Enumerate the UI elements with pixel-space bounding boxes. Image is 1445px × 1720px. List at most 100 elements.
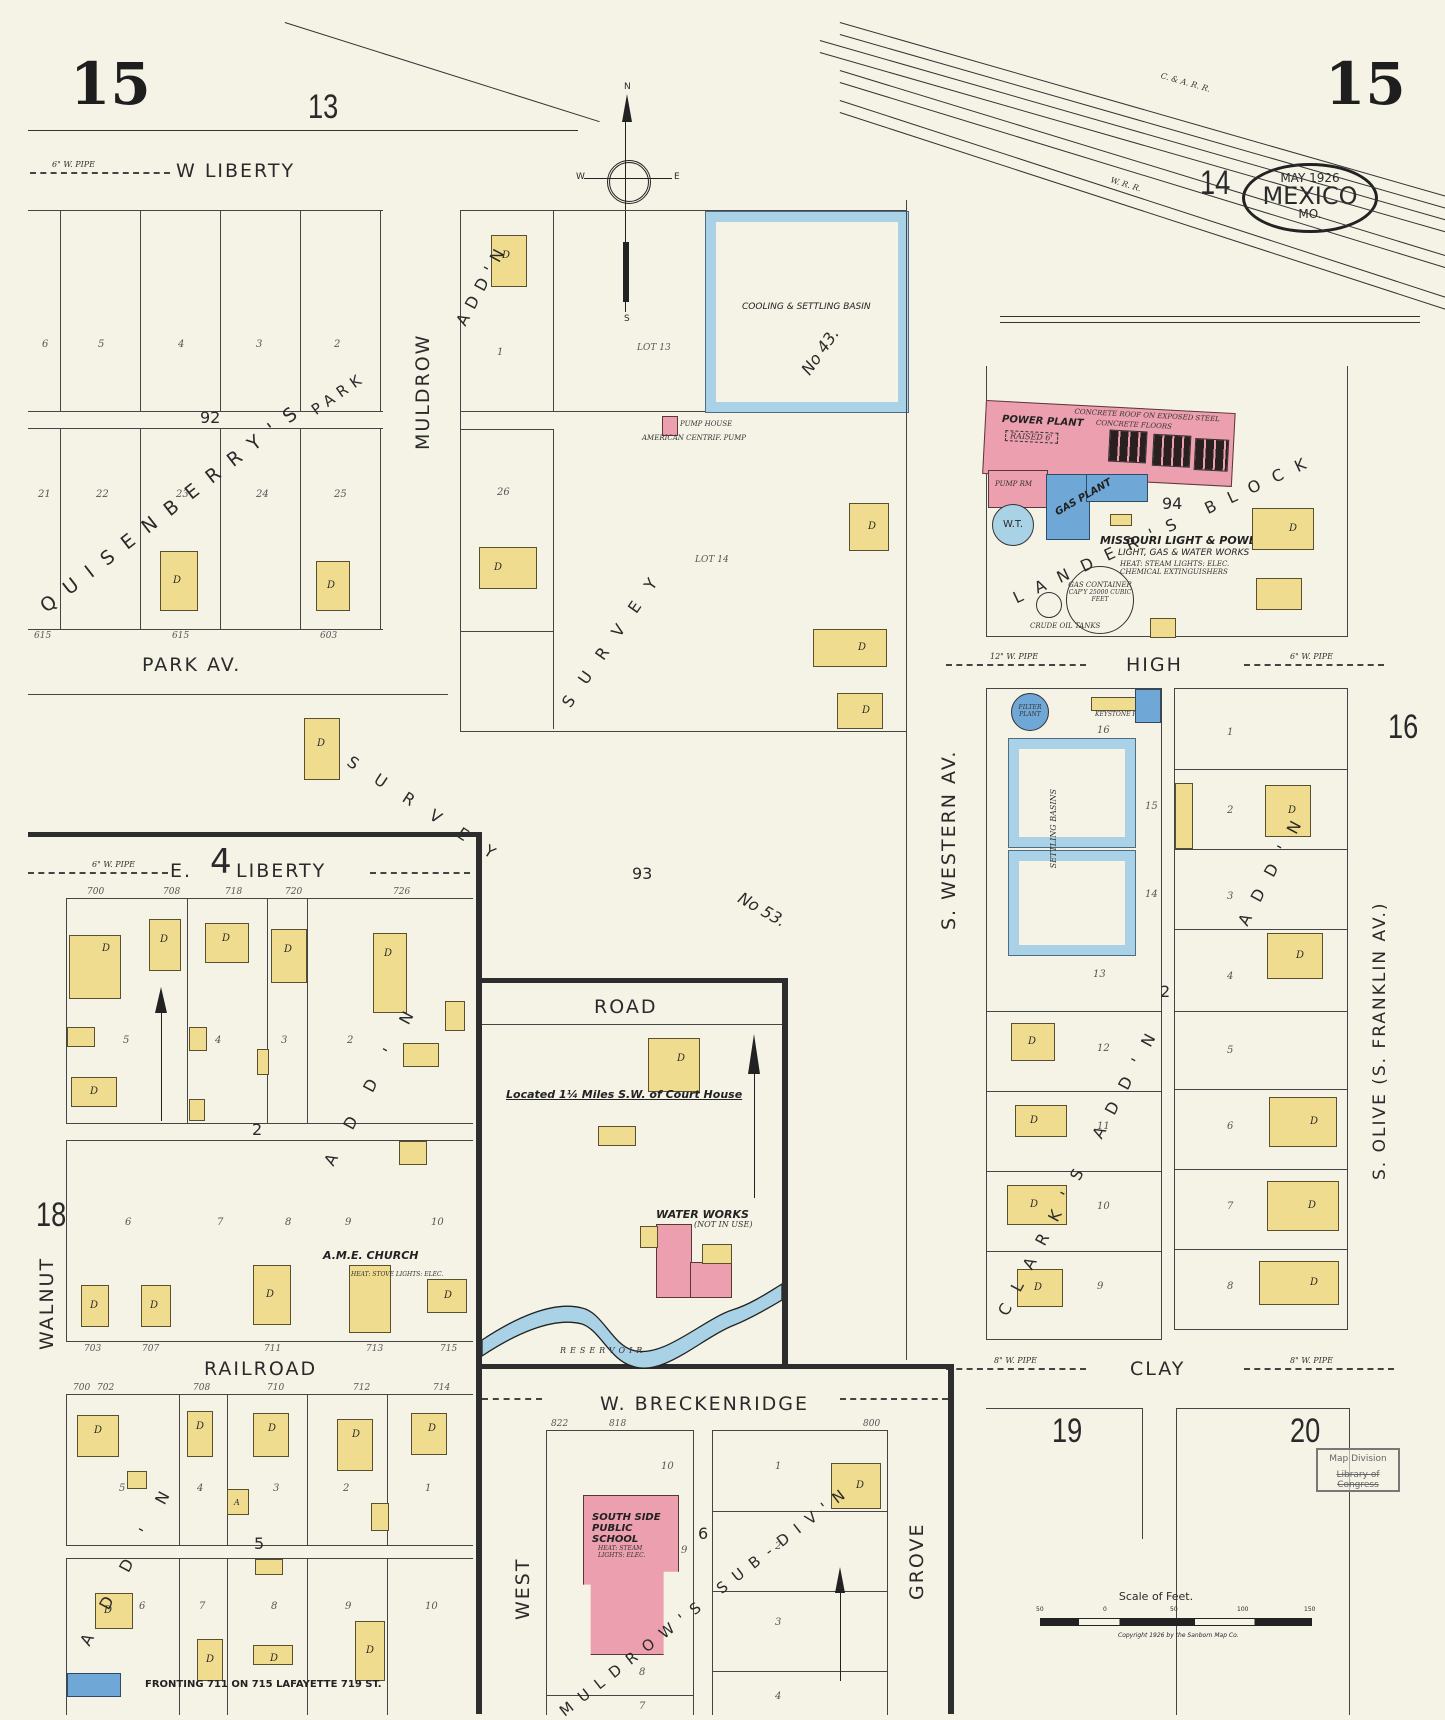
adjacent-sheet-16[interactable]: 16 <box>1388 708 1419 746</box>
auto-garage[interactable] <box>1175 783 1193 849</box>
pump-room[interactable]: PUMP RM <box>988 470 1048 508</box>
adjacent-sheet-19[interactable]: 19 <box>1052 1412 1083 1450</box>
outbuilding[interactable] <box>598 1126 636 1146</box>
lot-number: 2 <box>1227 805 1234 816</box>
outbuilding[interactable] <box>255 1559 283 1575</box>
dwelling[interactable]: D <box>1269 1097 1337 1147</box>
dwelling[interactable]: D <box>205 923 249 963</box>
gas-container[interactable]: GAS CONTAINER CAP'Y 25000 CUBIC FEET <box>1066 566 1134 634</box>
dwelling[interactable]: D <box>160 551 198 611</box>
outbuilding[interactable] <box>189 1027 207 1051</box>
auto-garage-crossed[interactable] <box>399 1141 427 1165</box>
dwelling[interactable]: D <box>1252 508 1314 550</box>
south-side-public-school[interactable]: SOUTH SIDE PUBLIC SCHOOL HEAT: STEAM LIG… <box>583 1495 679 1655</box>
block-lafayette: D D D D 6 7 8 9 10 FRONTING 711 ON 715 L… <box>66 1558 473 1715</box>
dwelling[interactable]: D <box>253 1645 293 1665</box>
lot-number: 14 <box>1145 889 1158 900</box>
store[interactable] <box>67 1673 121 1697</box>
dwelling[interactable]: D <box>849 503 889 551</box>
dwelling[interactable]: D <box>77 1415 119 1457</box>
outbuilding[interactable] <box>403 1043 439 1067</box>
dwelling[interactable]: D <box>1259 1261 1339 1305</box>
company-notes-1: HEAT: STEAM LIGHTS: ELEC. <box>1120 560 1230 568</box>
ame-church-building[interactable] <box>349 1265 391 1333</box>
dwelling[interactable]: D <box>355 1621 385 1681</box>
lot-number: 10 <box>1097 1201 1110 1212</box>
lot-number: 3 <box>256 339 263 350</box>
dwelling[interactable]: D <box>491 235 527 287</box>
dwelling[interactable]: D <box>373 933 407 1013</box>
outbuilding[interactable] <box>67 1027 95 1047</box>
block-2-e-liberty: 700 708 718 720 726 D D D D D D 5 4 3 2 <box>66 887 473 1124</box>
outbuilding[interactable] <box>257 1049 269 1075</box>
lot-number: 24 <box>256 489 269 500</box>
water-works-building[interactable] <box>656 1224 692 1298</box>
dwelling[interactable]: D <box>1267 933 1323 979</box>
dwelling[interactable]: D <box>95 1593 133 1629</box>
pump-house[interactable] <box>662 416 678 436</box>
filter-plant[interactable]: FILTER PLANT <box>1011 693 1049 731</box>
water-works-label: WATER WORKS <box>656 1208 749 1221</box>
adjacent-sheet-20[interactable]: 20 <box>1290 1412 1321 1450</box>
dwelling[interactable]: D <box>427 1279 467 1313</box>
company-notes-2: CHEMICAL EXTINGUISHERS <box>1120 568 1228 576</box>
dwelling[interactable]: D <box>316 561 350 611</box>
dwelling[interactable]: D <box>71 1077 117 1107</box>
street-s-olive: S. OLIVE (S. FRANKLIN AV.) <box>1370 901 1390 1181</box>
block-number-6: 6 <box>698 1524 709 1543</box>
dwelling[interactable]: D <box>1265 785 1311 837</box>
auto-garage[interactable] <box>1110 514 1132 526</box>
gas-plant[interactable] <box>1046 474 1090 540</box>
address: 615 <box>172 631 190 641</box>
dwelling[interactable]: D <box>81 1285 109 1327</box>
address: 710 <box>267 1383 285 1393</box>
cooling-settling-basin[interactable]: COOLING & SETTLING BASIN No 43. <box>705 211 909 413</box>
keystone-pump-label: KEYSTONE PUMP <box>1095 711 1152 718</box>
outbuilding[interactable] <box>1150 618 1176 638</box>
settling-basin-south[interactable] <box>1008 850 1136 956</box>
outbuilding[interactable] <box>189 1099 205 1121</box>
pump-house-label: PUMP HOUSE <box>680 420 733 428</box>
outbuilding[interactable] <box>1256 578 1302 610</box>
water-tank[interactable]: W.T. <box>992 504 1034 546</box>
gas-plant-annex[interactable] <box>1086 474 1148 502</box>
dwelling[interactable]: D <box>197 1639 223 1681</box>
lot-number: 7 <box>639 1701 646 1712</box>
dwelling[interactable]: D <box>411 1413 447 1455</box>
auto-garage[interactable]: A <box>227 1489 249 1515</box>
lot-number: 4 <box>178 339 185 350</box>
auto-garage[interactable] <box>371 1503 389 1531</box>
address: 708 <box>163 887 181 897</box>
dwelling[interactable]: D <box>271 929 307 983</box>
dwelling[interactable]: D <box>648 1038 700 1092</box>
dwelling[interactable]: D <box>1267 1181 1339 1231</box>
dwelling[interactable]: D <box>1017 1269 1063 1307</box>
dwelling[interactable]: D <box>813 629 887 667</box>
dwelling[interactable]: D <box>837 693 883 729</box>
dwelling[interactable]: D <box>304 718 340 780</box>
dwelling[interactable]: D <box>141 1285 171 1327</box>
outbuilding[interactable] <box>640 1226 658 1248</box>
auto-garage[interactable] <box>445 1001 465 1031</box>
dwelling[interactable]: D <box>337 1419 373 1471</box>
dwelling[interactable]: D <box>1007 1185 1067 1225</box>
adjacent-sheet-14[interactable]: 14 <box>1200 164 1231 202</box>
auto-garage-blue[interactable] <box>1135 689 1161 723</box>
dwelling[interactable]: D <box>1015 1105 1067 1137</box>
dwelling[interactable]: D <box>149 919 181 971</box>
dwelling[interactable]: D <box>187 1411 213 1457</box>
dwelling[interactable]: D <box>253 1265 291 1325</box>
adjacent-sheet-13[interactable]: 13 <box>308 88 339 126</box>
outbuilding[interactable] <box>127 1471 147 1489</box>
auto-garage[interactable] <box>702 1244 732 1264</box>
small-tank[interactable] <box>1036 592 1062 618</box>
pump-house-keystone[interactable] <box>1091 697 1137 711</box>
dwelling[interactable]: D <box>69 935 121 999</box>
adjacent-sheet-18[interactable]: 18 <box>36 1196 67 1234</box>
dwelling[interactable]: D <box>253 1413 289 1457</box>
dwelling[interactable]: D <box>1011 1023 1055 1061</box>
dwelling[interactable]: D <box>831 1463 881 1509</box>
dwelling[interactable]: D <box>479 547 537 589</box>
settling-basin-north[interactable] <box>1008 738 1136 848</box>
lot-number: 2 <box>343 1483 350 1494</box>
